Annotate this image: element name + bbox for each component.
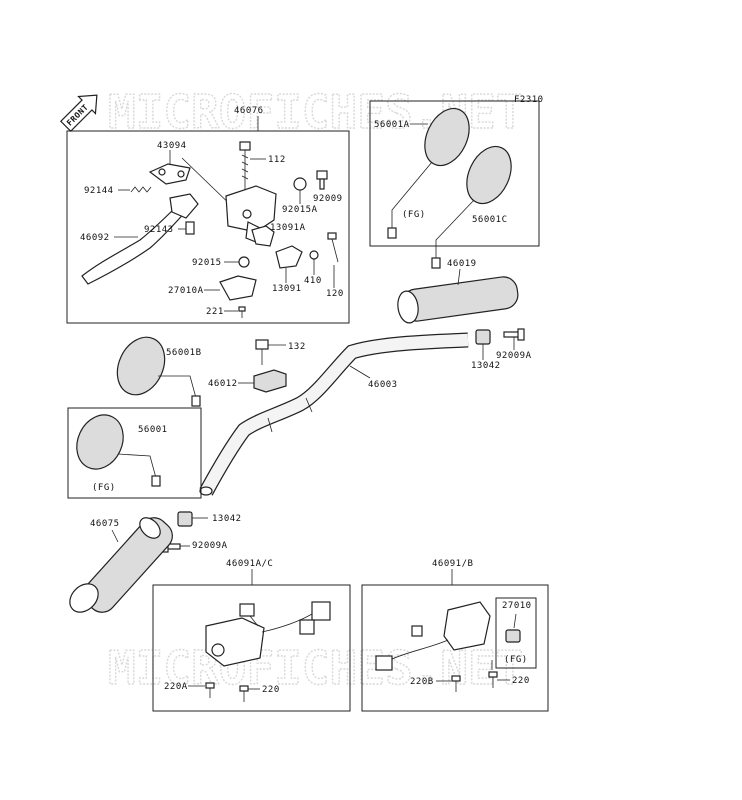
mirror-fg-box [369, 100, 540, 247]
clamp-13091A-part [251, 225, 275, 247]
label-220A: 220A [164, 682, 188, 692]
mirror-56001B-part [116, 336, 201, 407]
label-220-right: 220 [512, 676, 530, 686]
label-46092: 46092 [80, 233, 110, 243]
mirror-56001-part [76, 414, 161, 487]
label-46012: 46012 [208, 379, 238, 389]
label-fg-3: (FG) [504, 655, 528, 665]
label-92015: 92015 [192, 258, 222, 268]
label-410: 410 [304, 276, 322, 286]
label-92015A: 92015A [282, 205, 318, 215]
switch-27010-fg-box [495, 597, 537, 669]
nut-92015A-part [293, 177, 307, 191]
clamp-13091-part [275, 245, 303, 269]
lever-assembly-box [66, 130, 350, 324]
bolt-120-part [327, 232, 339, 263]
handlebar-clamp-46012-part [253, 369, 287, 393]
screw-220-right-part [488, 671, 498, 688]
label-56001A: 56001A [374, 120, 410, 130]
label-13091A: 13091A [270, 223, 306, 233]
screw-220A-part [205, 682, 215, 698]
label-46091B: 46091/B [432, 559, 473, 569]
label-27010A: 27010A [168, 286, 204, 296]
handlebar-46003-part [199, 332, 469, 496]
grip-46075-part [69, 517, 173, 613]
label-56001C: 56001C [472, 215, 508, 225]
brake-lever-part [81, 193, 199, 285]
switch-27010A-part [219, 275, 257, 301]
screw-220B-part [451, 675, 461, 692]
label-46076: 46076 [234, 106, 264, 116]
reservoir-cap-part [148, 163, 191, 185]
screw-92009A-upper-part [503, 328, 525, 341]
label-132: 132 [288, 342, 306, 352]
mirror-56001-fg-box [67, 407, 202, 499]
label-13042-upper: 13042 [471, 361, 501, 371]
label-43094: 43094 [157, 141, 187, 151]
label-56001B: 56001B [166, 348, 202, 358]
label-46091AC: 46091A/C [226, 559, 273, 569]
weight-13042-upper-part [475, 329, 491, 345]
label-13042-lower: 13042 [212, 514, 242, 524]
label-120: 120 [326, 289, 344, 299]
label-13091: 13091 [272, 284, 302, 294]
label-92144: 92144 [84, 186, 114, 196]
right-switch-box [361, 584, 549, 712]
mirror-56001C-part [431, 145, 512, 269]
bolt-132-part [255, 339, 269, 365]
nut-92015-part [238, 256, 250, 268]
front-arrow-icon: FRONT [59, 94, 98, 133]
screw-92009-part [316, 170, 328, 190]
left-switch-box [152, 584, 351, 712]
mirror-56001A-part [387, 107, 470, 239]
label-46075: 46075 [90, 519, 120, 529]
spring-part [130, 186, 152, 193]
right-switch-housing-part [375, 601, 491, 671]
switch-27010-part [505, 613, 521, 643]
label-46019: 46019 [447, 259, 477, 269]
label-56001: 56001 [138, 425, 168, 435]
pivot-bushing-part [185, 221, 195, 235]
label-27010: 27010 [502, 601, 532, 611]
washer-410-part [309, 250, 319, 260]
screw-220-left-part [239, 685, 249, 702]
bolt-112-part [239, 141, 251, 190]
label-221: 221 [206, 307, 224, 317]
label-92009A-upper: 92009A [496, 351, 532, 361]
left-switch-housing-part [205, 601, 331, 667]
label-220-left: 220 [262, 685, 280, 695]
label-fg-2: (FG) [92, 483, 116, 493]
label-112: 112 [268, 155, 286, 165]
weight-13042-lower-part [177, 511, 193, 527]
diagram-code: F2310 [514, 95, 544, 105]
label-fg-1: (FG) [402, 210, 426, 220]
screw-221-part [238, 306, 246, 318]
label-92009A-lower: 92009A [192, 541, 228, 551]
label-46003: 46003 [368, 380, 398, 390]
grip-46019-part [397, 276, 519, 324]
label-92143: 92143 [144, 225, 174, 235]
label-92009: 92009 [313, 194, 343, 204]
label-220B: 220B [410, 677, 434, 687]
